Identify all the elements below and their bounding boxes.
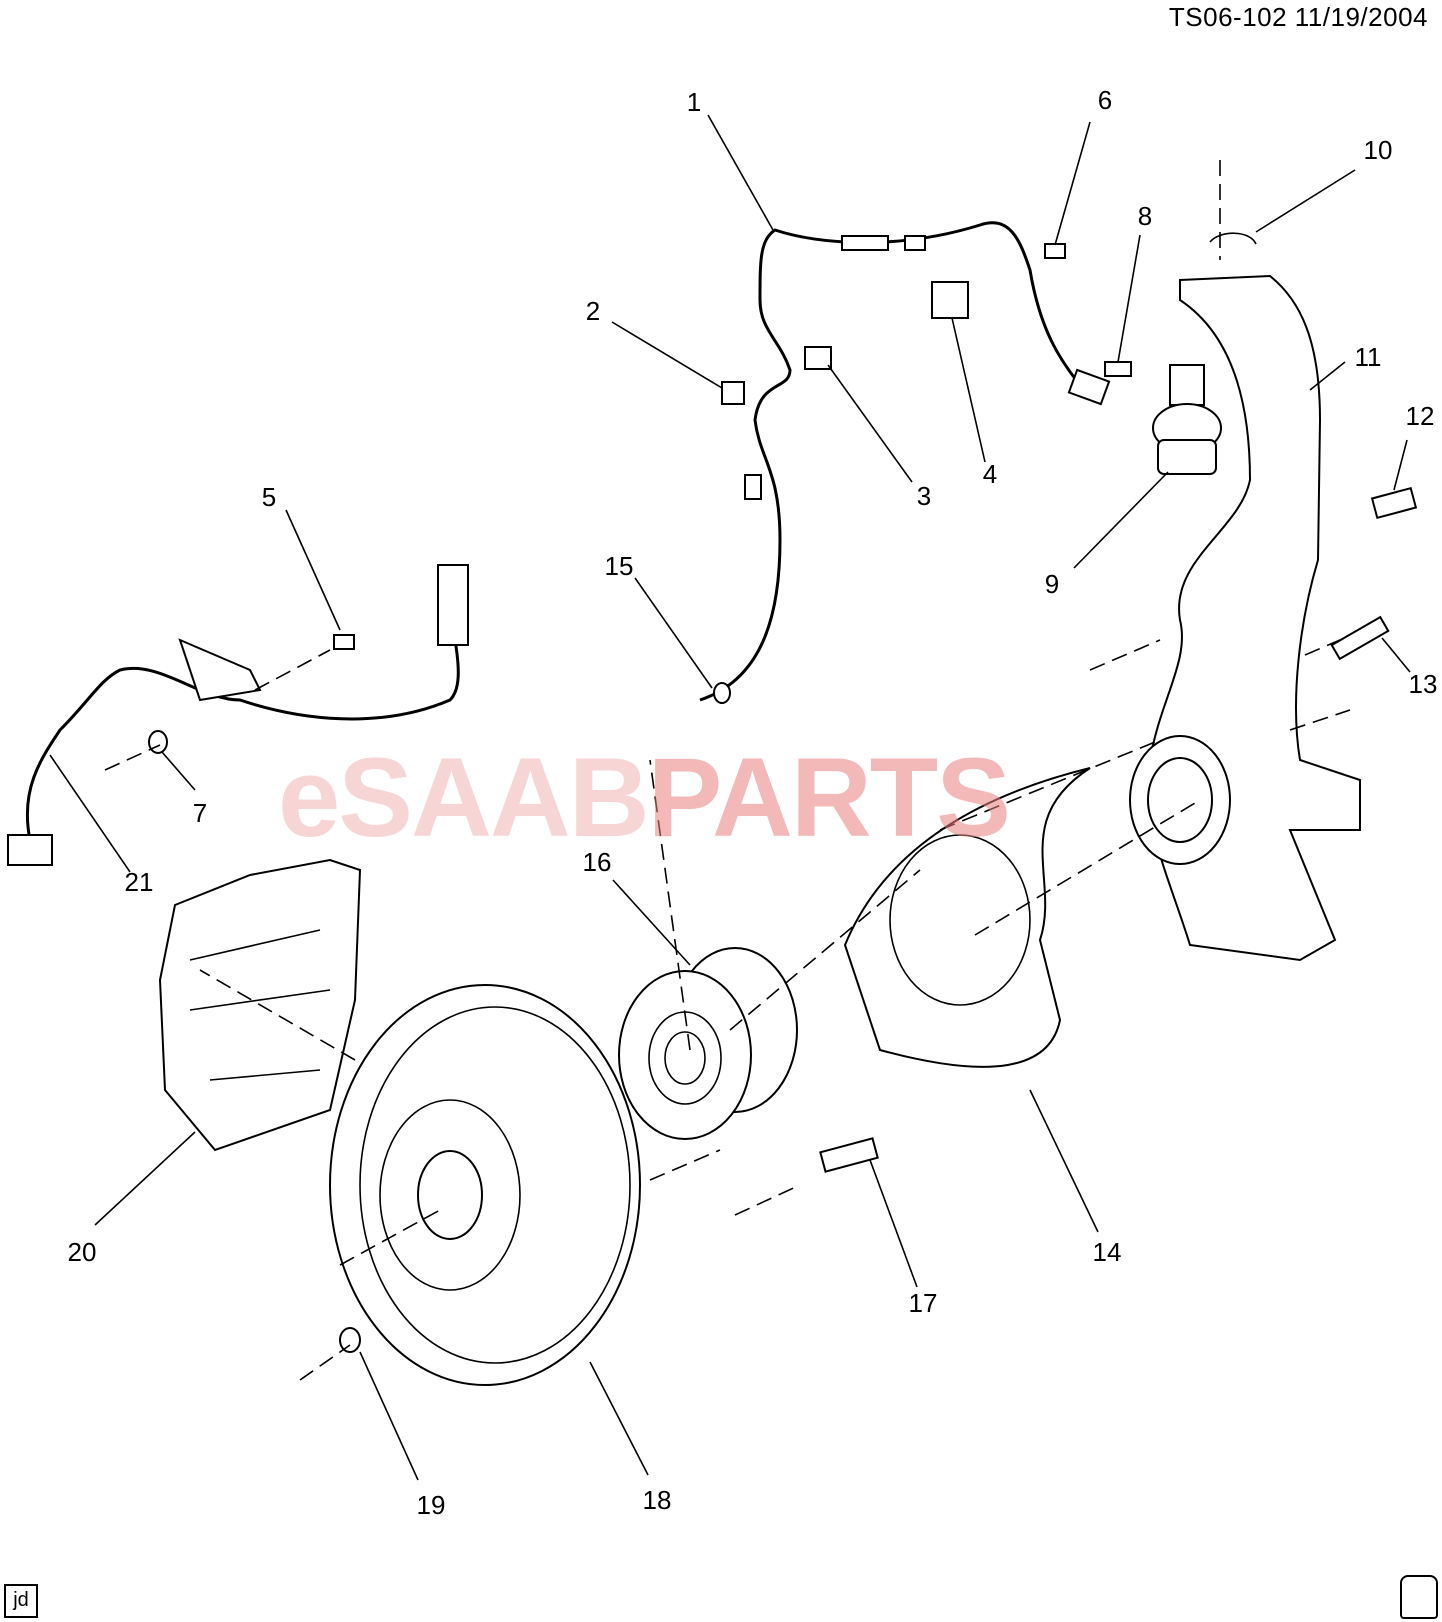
callout-20: 20	[67, 1237, 97, 1267]
callout-3: 3	[916, 481, 932, 511]
bolt-5	[333, 634, 355, 650]
diagram-reference: TS06-102 11/19/2004	[1168, 2, 1428, 32]
retaining-ring	[1209, 232, 1257, 245]
callout-7: 7	[192, 798, 208, 828]
brake-hose	[7, 564, 469, 866]
abs-sensor-harness	[699, 221, 1111, 702]
splash-shield	[843, 767, 1091, 1068]
callout-9: 9	[1044, 569, 1060, 599]
callout-2: 2	[585, 296, 601, 326]
brake-rotor	[329, 984, 641, 1386]
alignment-lines	[104, 160, 1351, 1381]
callout-11: 11	[1354, 342, 1382, 372]
callout-8: 8	[1137, 201, 1153, 231]
callout-4: 4	[982, 459, 998, 489]
callout-10: 10	[1363, 135, 1393, 165]
callout-5: 5	[261, 482, 277, 512]
nut-19	[339, 1327, 361, 1353]
harness-clip-3	[804, 346, 832, 370]
callout-21: 21	[124, 867, 154, 897]
drafter-id-box: jd	[4, 1584, 38, 1618]
bolt-12	[1370, 486, 1418, 520]
callout-18: 18	[642, 1485, 672, 1515]
leader-lines	[49, 114, 1411, 1481]
harness-clip-8	[1104, 361, 1132, 377]
callout-16: 16	[582, 847, 612, 877]
callout-1: 1	[686, 87, 702, 117]
bolt-13	[1330, 615, 1390, 661]
nut-15	[713, 682, 731, 704]
wheel-hub	[618, 947, 798, 1140]
callout-19: 19	[416, 1490, 446, 1520]
callout-15: 15	[604, 551, 634, 581]
callout-14: 14	[1092, 1237, 1122, 1267]
callout-6: 6	[1097, 85, 1113, 115]
callout-13: 13	[1408, 669, 1438, 699]
callout-12: 12	[1405, 401, 1435, 431]
gm-spo-logo	[1400, 1575, 1438, 1619]
ball-joint	[1152, 364, 1222, 475]
callout-17: 17	[908, 1288, 938, 1318]
wheel-stud-17	[819, 1137, 879, 1173]
washer-7	[148, 730, 168, 754]
harness-clip-6	[1044, 243, 1066, 259]
harness-clip-2	[721, 381, 745, 405]
harness-clip-4	[931, 281, 969, 319]
